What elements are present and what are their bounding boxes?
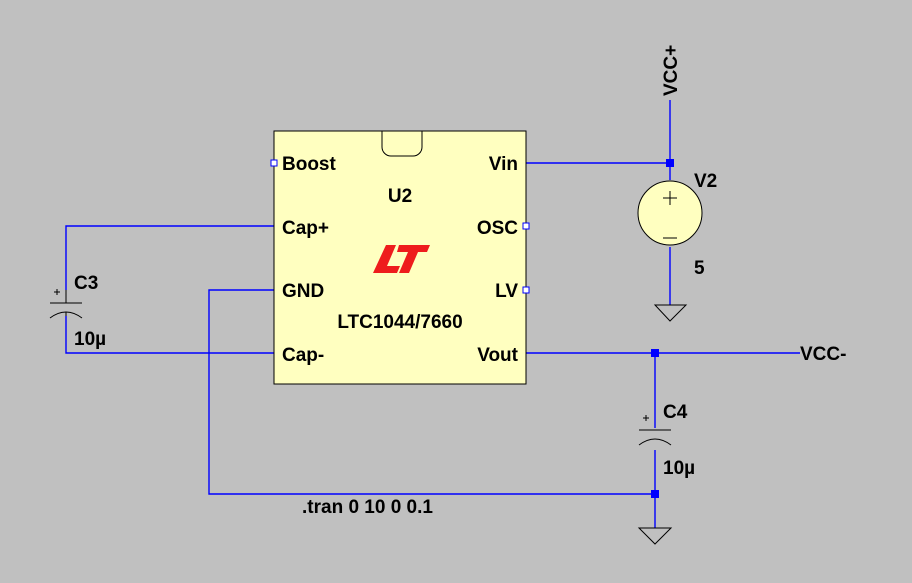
wire-gnd[interactable]	[208, 289, 655, 495]
source-body[interactable]	[637, 180, 703, 246]
wire-cap-minus[interactable]	[65, 316, 274, 354]
ic-model-label: LTC1044/7660	[337, 312, 462, 333]
wires	[65, 100, 800, 528]
logo-l-shape	[373, 245, 400, 273]
capacitor-c4[interactable]: C4 10µ	[638, 402, 695, 479]
ground-symbol-c4	[637, 527, 673, 545]
c4-plus-mark	[643, 415, 649, 421]
manufacturer-logo	[373, 245, 430, 273]
pin-label-cap-minus: Cap-	[282, 345, 324, 366]
logo-t-shape	[397, 245, 430, 273]
ic-body[interactable]	[273, 130, 527, 385]
pin-label-gnd: GND	[282, 281, 324, 302]
junction-gnd	[651, 490, 659, 498]
pin-label-cap-plus: Cap+	[282, 218, 329, 239]
pin-label-lv: LV	[495, 281, 518, 302]
junction-vin	[666, 159, 674, 167]
ground-symbol-v2	[653, 304, 688, 322]
ic-notch	[381, 131, 423, 157]
spice-directive[interactable]: .tran 0 10 0 0.1	[302, 497, 433, 518]
c3-ref-label: C3	[74, 273, 98, 294]
c4-value-label: 10µ	[663, 458, 695, 479]
c4-ref-label: C4	[663, 402, 688, 423]
ic-ref-label: U2	[388, 186, 412, 207]
ic-u2[interactable]: Boost Cap+ GND Cap- Vin OSC LV Vout U2 L…	[270, 130, 530, 385]
pin-boost-marker	[270, 159, 278, 167]
c3-value-label: 10µ	[74, 329, 106, 350]
pin-lv-marker	[522, 286, 530, 294]
c3-plus-mark	[54, 289, 60, 295]
voltage-source-v2[interactable]: V2 5	[637, 171, 717, 279]
pin-label-vin: Vin	[489, 154, 518, 175]
capacitor-c3[interactable]: C3 10µ	[49, 273, 106, 350]
pin-label-vout: Vout	[477, 345, 518, 366]
junction-vout	[651, 349, 659, 357]
source-ref-label: V2	[694, 171, 717, 192]
source-plus-sign	[663, 191, 677, 205]
pin-label-osc: OSC	[477, 218, 518, 239]
pin-label-boost: Boost	[282, 154, 337, 175]
c4-plate-bottom	[638, 438, 672, 446]
net-label-vcc-plus[interactable]: VCC+	[661, 45, 682, 96]
net-label-vcc-minus[interactable]: VCC-	[800, 344, 846, 365]
wire-cap-plus[interactable]	[65, 225, 274, 290]
pin-osc-marker	[522, 222, 530, 230]
source-value-label: 5	[694, 258, 705, 279]
